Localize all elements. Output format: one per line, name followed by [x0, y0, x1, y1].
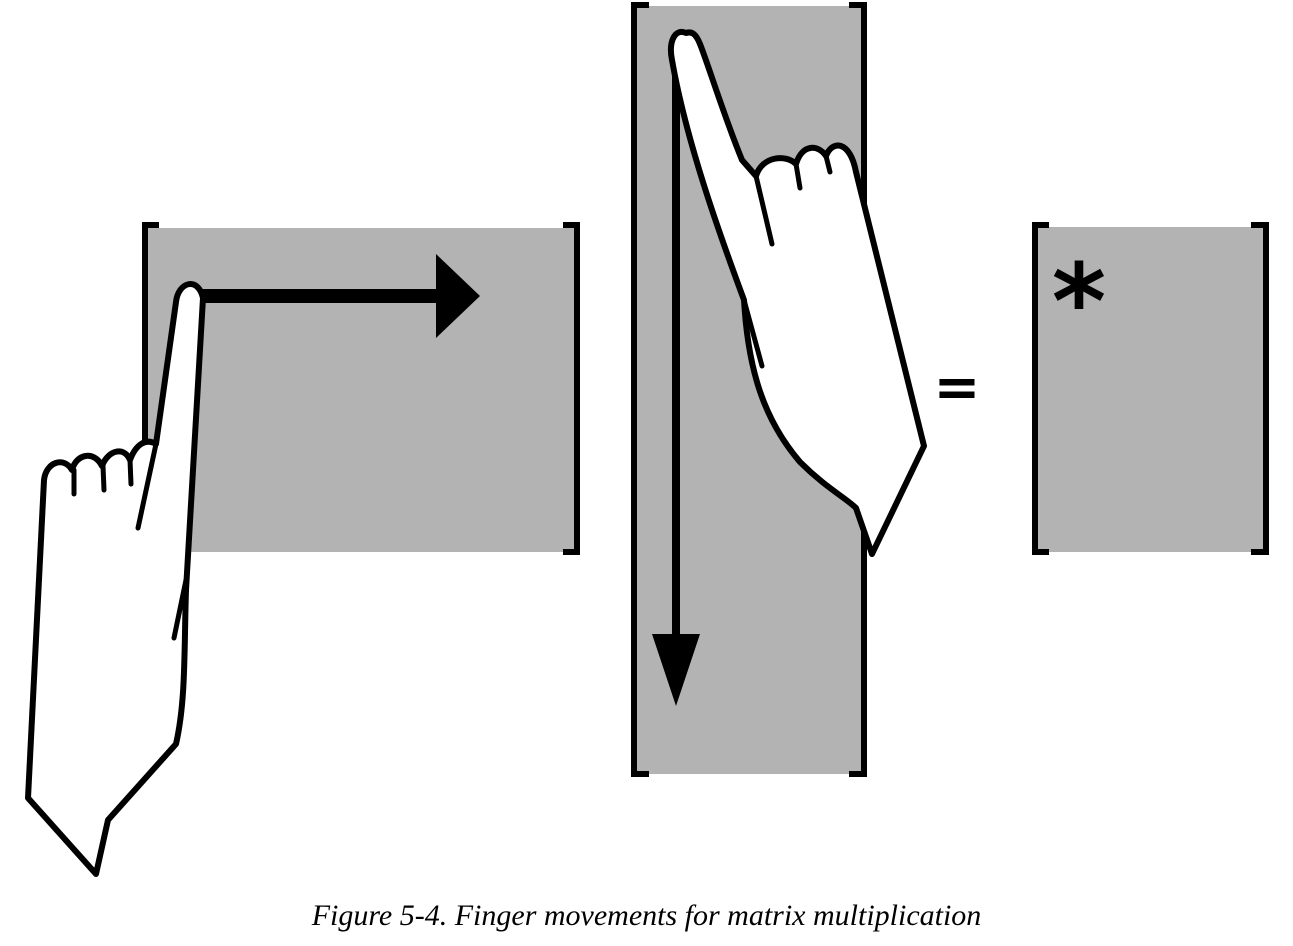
left-matrix — [142, 222, 580, 555]
arrow-down-icon — [652, 60, 700, 706]
equals-sign: = — [934, 355, 981, 420]
result-matrix: * — [1032, 222, 1269, 555]
arrow-right-icon — [196, 254, 480, 338]
left-matrix-body — [145, 228, 578, 552]
figure-caption: Figure 5-4. Finger movements for matrix … — [311, 899, 982, 932]
pointing-hand-icon — [25, 281, 206, 877]
pointing-hand-icon — [668, 28, 927, 557]
result-element-asterisk: * — [1052, 241, 1106, 363]
matrix-multiplication-figure: * = — [25, 2, 1269, 877]
result-matrix-left-bracket — [1032, 222, 1049, 555]
result-matrix-body — [1035, 227, 1266, 552]
result-matrix-right-bracket — [1251, 222, 1269, 555]
left-matrix-right-bracket — [563, 222, 580, 555]
middle-matrix-left-bracket — [631, 2, 649, 777]
